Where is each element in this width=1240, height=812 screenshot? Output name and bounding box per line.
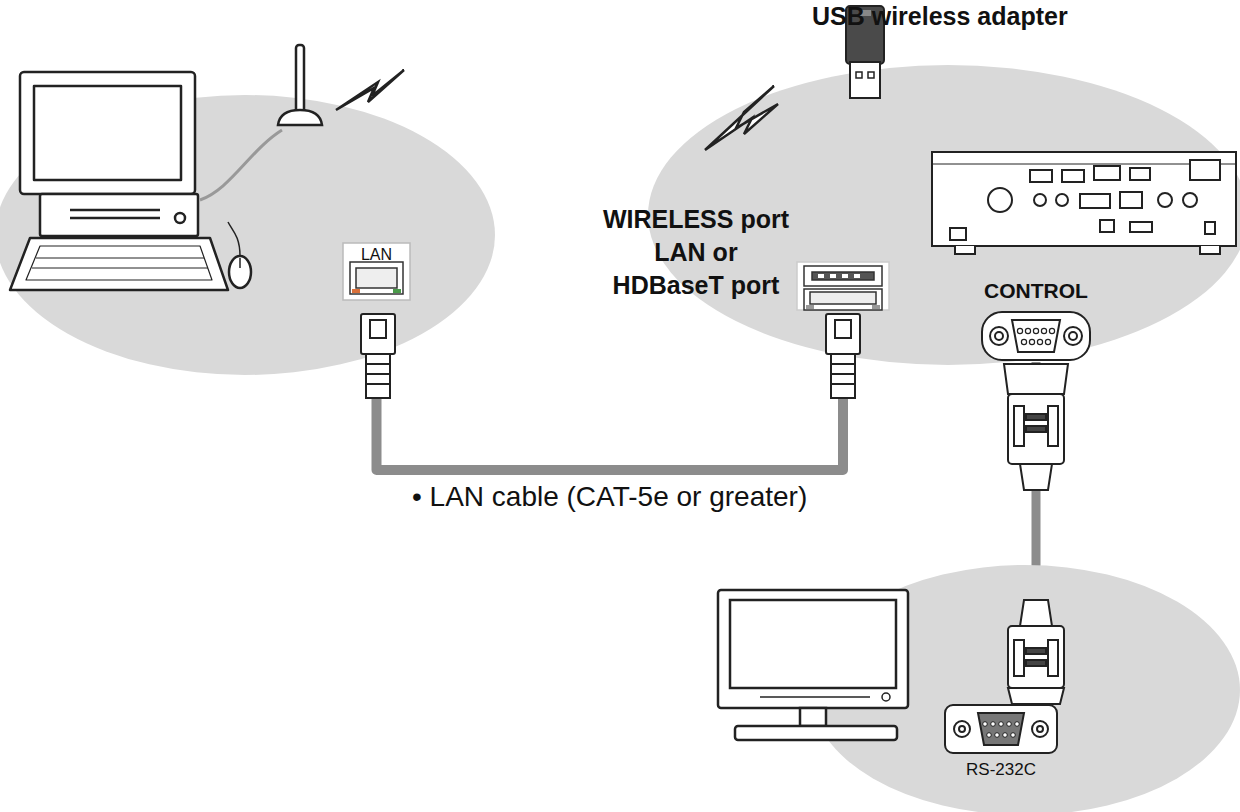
pin (1041, 328, 1046, 333)
pin (1017, 328, 1022, 333)
rj45-port (350, 262, 403, 294)
pin (987, 733, 992, 738)
text-group: RS-232C (966, 759, 1036, 781)
pin (1011, 733, 1016, 738)
db9-connector (982, 312, 1090, 360)
port-label: WIRELESS port (603, 203, 789, 236)
antenna (200, 45, 322, 200)
pin (999, 722, 1004, 727)
projector (932, 152, 1236, 254)
port-stack (797, 262, 889, 310)
text-group: LAN (343, 244, 410, 265)
connector-pins (1017, 328, 1054, 344)
rs232c-port: RS-232C (945, 703, 1057, 755)
pin (991, 722, 996, 727)
pin (1007, 722, 1012, 727)
control-port: CONTROL (982, 308, 1090, 362)
db9-plug (1004, 364, 1068, 490)
pin (983, 722, 988, 727)
text-group: WIRELESS portLAN orHDBaseT port (603, 203, 789, 302)
pin (1033, 328, 1038, 333)
lan-port: LAN (343, 243, 410, 300)
part-name: USB wireless adapter (812, 2, 1068, 31)
pin (1045, 339, 1050, 344)
connector-pins (983, 722, 1020, 738)
computer (10, 72, 251, 290)
port-label: RS-232C (966, 759, 1036, 781)
db9-plug (1008, 600, 1064, 704)
text-group: CONTROL (984, 277, 1088, 304)
pin (1037, 339, 1042, 344)
pin (1015, 722, 1020, 727)
wireless-symbol (705, 86, 778, 150)
cable-label: • LAN cable (CAT-5e or greater) (412, 481, 807, 513)
rj45-plug (826, 314, 860, 398)
display-monitor (718, 590, 908, 740)
pin (1021, 339, 1026, 344)
db9-connector (945, 705, 1057, 753)
pin (1003, 733, 1008, 738)
port-label: LAN or (603, 236, 789, 269)
pin (1029, 339, 1034, 344)
port-label: CONTROL (984, 277, 1088, 304)
pin (1025, 328, 1030, 333)
port-label: HDBaseT port (603, 269, 789, 302)
pin (995, 733, 1000, 738)
rj45-plug (361, 314, 395, 398)
port-label: LAN (343, 244, 410, 265)
projector-port: WIRELESS portLAN orHDBaseT port (797, 262, 889, 310)
port-panel (343, 243, 410, 300)
pin (1049, 328, 1054, 333)
wireless-symbol (336, 70, 404, 110)
